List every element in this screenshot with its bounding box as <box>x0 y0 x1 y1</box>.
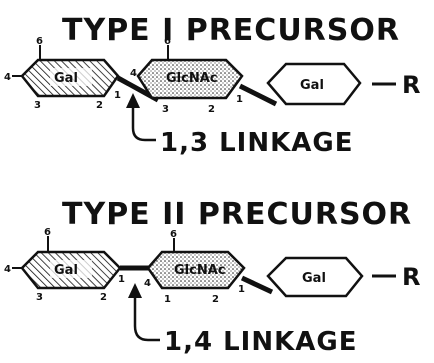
type1-gal-label: Gal <box>54 71 78 86</box>
type1-glcnac-residue: GlcNAc 6 4 3 2 1 <box>130 36 244 115</box>
type1-panel: TYPE I PRECURSOR Gal 6 4 3 2 1 GlcNAc 6 … <box>4 13 420 158</box>
type2-gal-label: Gal <box>54 263 78 278</box>
type2-gal-pos-right: 1 <box>118 274 125 285</box>
type1-gal-pos-bottom-right: 2 <box>96 100 103 111</box>
type1-gal-pos-right: 1 <box>114 90 121 101</box>
type1-gal-residue: Gal 6 4 3 2 1 <box>4 36 121 111</box>
type2-linkage-label: 1,4 LINKAGE <box>164 327 357 357</box>
type2-glcnac-pos-right: 1 <box>238 284 245 295</box>
type2-glcnac-pos-left: 4 <box>144 278 151 289</box>
type2-r-label: R <box>402 263 420 291</box>
type2-title: TYPE II PRECURSOR <box>62 197 412 232</box>
type1-gal-pos-bottom-left: 3 <box>34 100 41 111</box>
type2-gal2-residue: Gal <box>266 256 364 298</box>
type2-gal-pos-bottom-left: 3 <box>36 292 43 303</box>
type1-linkage-arrow <box>126 93 156 142</box>
type2-gal-pos-left: 4 <box>4 264 11 275</box>
type2-bond-glcnac-gal <box>240 275 274 295</box>
type1-bond-glcnac-gal <box>238 83 278 107</box>
type2-panel: TYPE II PRECURSOR Gal 6 4 3 2 1 GlcNAc 6… <box>4 197 420 357</box>
type1-linkage-label: 1,3 LINKAGE <box>160 128 353 158</box>
type1-gal-pos-top: 6 <box>36 36 43 47</box>
type2-glcnac-pos-top: 6 <box>170 229 177 240</box>
type1-r-label: R <box>402 71 420 99</box>
type2-gal-pos-top: 6 <box>44 227 51 238</box>
type2-gal2-label: Gal <box>302 271 326 286</box>
type1-glcnac-pos-right: 1 <box>236 94 243 105</box>
type1-glcnac-pos-left: 4 <box>130 68 137 79</box>
type2-gal-pos-bottom-right: 2 <box>100 292 107 303</box>
type1-glcnac-label: GlcNAc <box>166 71 217 86</box>
type1-gal-pos-left: 4 <box>4 72 11 83</box>
type2-glcnac-label: GlcNAc <box>174 263 225 278</box>
type1-gal2-residue: Gal <box>266 62 362 106</box>
type1-glcnac-pos-top: 6 <box>164 36 171 47</box>
type2-glcnac-pos-bottom-right: 2 <box>212 294 219 305</box>
type1-gal2-label: Gal <box>300 78 324 93</box>
type1-glcnac-pos-bottom-right: 2 <box>208 104 215 115</box>
type1-title: TYPE I PRECURSOR <box>62 13 400 48</box>
type1-glcnac-pos-bottom-left: 3 <box>162 104 169 115</box>
type2-linkage-arrow <box>128 283 160 342</box>
type2-gal-residue: Gal 6 4 3 2 1 <box>4 227 125 303</box>
type2-glcnac-pos-bottom-left: 1 <box>164 294 171 305</box>
type2-glcnac-residue: GlcNAc 6 4 1 2 1 <box>144 229 246 305</box>
